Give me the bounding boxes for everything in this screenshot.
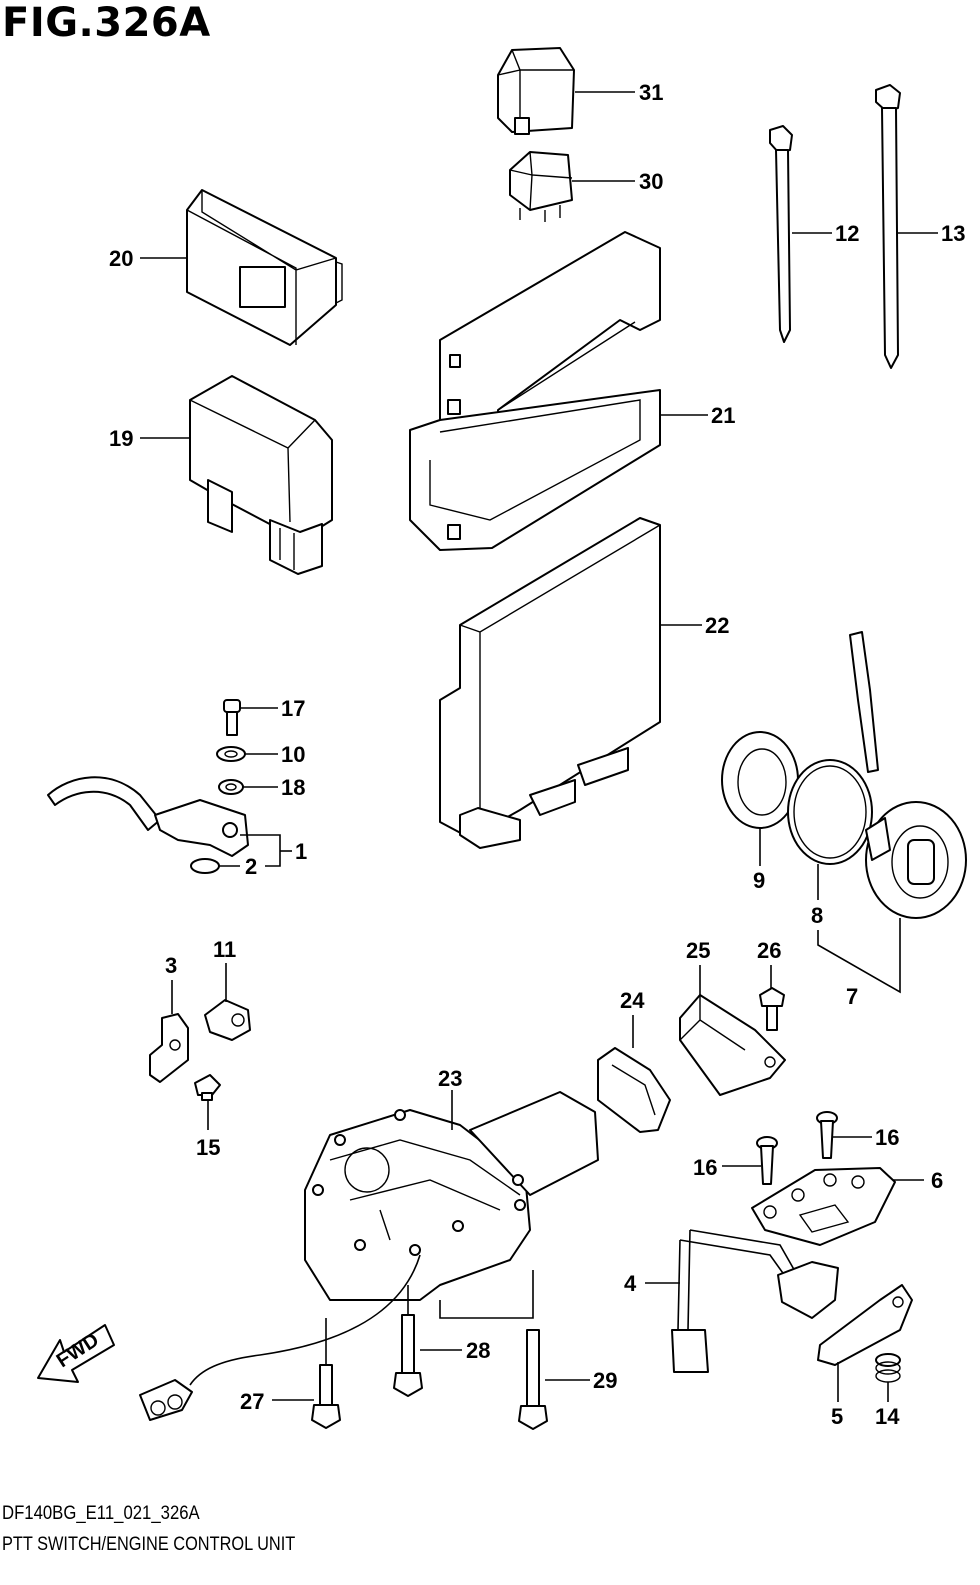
callout-19: 19: [109, 426, 133, 451]
callout-28: 28: [466, 1338, 490, 1363]
callout-14: 14: [875, 1404, 900, 1429]
callout-23: 23: [438, 1066, 462, 1091]
callout-labels: 31 30 12 13 20 19 21 22 17 10 18 1 2 9 8…: [109, 80, 965, 1429]
forward-arrow-icon: FWD: [37, 1324, 115, 1383]
callout-3: 3: [165, 953, 177, 978]
cable-tie-long[interactable]: [875, 84, 901, 369]
plate-6[interactable]: [751, 1167, 896, 1246]
callout-16-right: 16: [875, 1125, 899, 1150]
callout-8: 8: [811, 903, 823, 928]
callout-26: 26: [757, 938, 781, 963]
callout-30: 30: [639, 169, 663, 194]
switch-4[interactable]: [671, 1229, 839, 1373]
clip-11[interactable]: [204, 999, 251, 1041]
callout-13: 13: [941, 221, 965, 246]
callout-4: 4: [624, 1271, 637, 1296]
cable-tie-short[interactable]: [769, 125, 793, 343]
callout-12: 12: [835, 221, 859, 246]
engine-control-unit[interactable]: [439, 517, 661, 849]
callout-18: 18: [281, 775, 305, 800]
relay-small[interactable]: [509, 151, 573, 222]
callout-7: 7: [846, 984, 858, 1009]
callout-22: 22: [705, 613, 729, 638]
washer-10[interactable]: [216, 746, 246, 762]
ptt-motor[interactable]: [139, 1091, 599, 1421]
callout-21: 21: [711, 403, 735, 428]
callout-25: 25: [686, 938, 710, 963]
callout-16-left: 16: [693, 1155, 717, 1180]
callout-24: 24: [620, 988, 645, 1013]
callout-2: 2: [245, 854, 257, 879]
relay-large[interactable]: [497, 47, 575, 135]
bolt-26[interactable]: [759, 987, 785, 1031]
screw-15[interactable]: [194, 1074, 221, 1101]
callout-17: 17: [281, 696, 305, 721]
screw-16-left[interactable]: [756, 1136, 778, 1185]
ecu-bracket[interactable]: [409, 231, 661, 551]
callout-6: 6: [931, 1168, 943, 1193]
callout-10: 10: [281, 742, 305, 767]
bolt-29[interactable]: [518, 1329, 548, 1430]
bolt-17[interactable]: [223, 699, 241, 736]
callout-20: 20: [109, 246, 133, 271]
callout-27: 27: [240, 1389, 264, 1414]
figure-caption: PTT SWITCH/ENGINE CONTROL UNIT: [2, 1534, 296, 1555]
bolt-27[interactable]: [311, 1364, 341, 1429]
fuse-box-cover[interactable]: [186, 189, 343, 346]
leader-lines: [140, 91, 938, 1402]
grommet-24[interactable]: [597, 1047, 671, 1133]
callout-31: 31: [639, 80, 663, 105]
bolt-28[interactable]: [393, 1314, 423, 1397]
lever-5[interactable]: [817, 1284, 913, 1366]
washer-18[interactable]: [218, 779, 244, 795]
callout-5: 5: [831, 1404, 843, 1429]
control-module[interactable]: [189, 375, 333, 575]
figure-title: FIG.326A: [2, 0, 211, 46]
ptt-switch-assembly[interactable]: [721, 631, 967, 919]
trim-sensor[interactable]: [47, 776, 249, 874]
bracket-3[interactable]: [149, 1013, 189, 1083]
callout-15: 15: [196, 1135, 220, 1160]
spring-14[interactable]: [875, 1353, 901, 1383]
model-code: DF140BG_E11_021_326A: [2, 1503, 200, 1524]
screw-16-right[interactable]: [816, 1111, 838, 1159]
callout-11: 11: [213, 937, 236, 962]
callout-29: 29: [593, 1368, 617, 1393]
callout-1: 1: [295, 839, 307, 864]
cover-25[interactable]: [679, 994, 786, 1096]
callout-9: 9: [753, 868, 765, 893]
